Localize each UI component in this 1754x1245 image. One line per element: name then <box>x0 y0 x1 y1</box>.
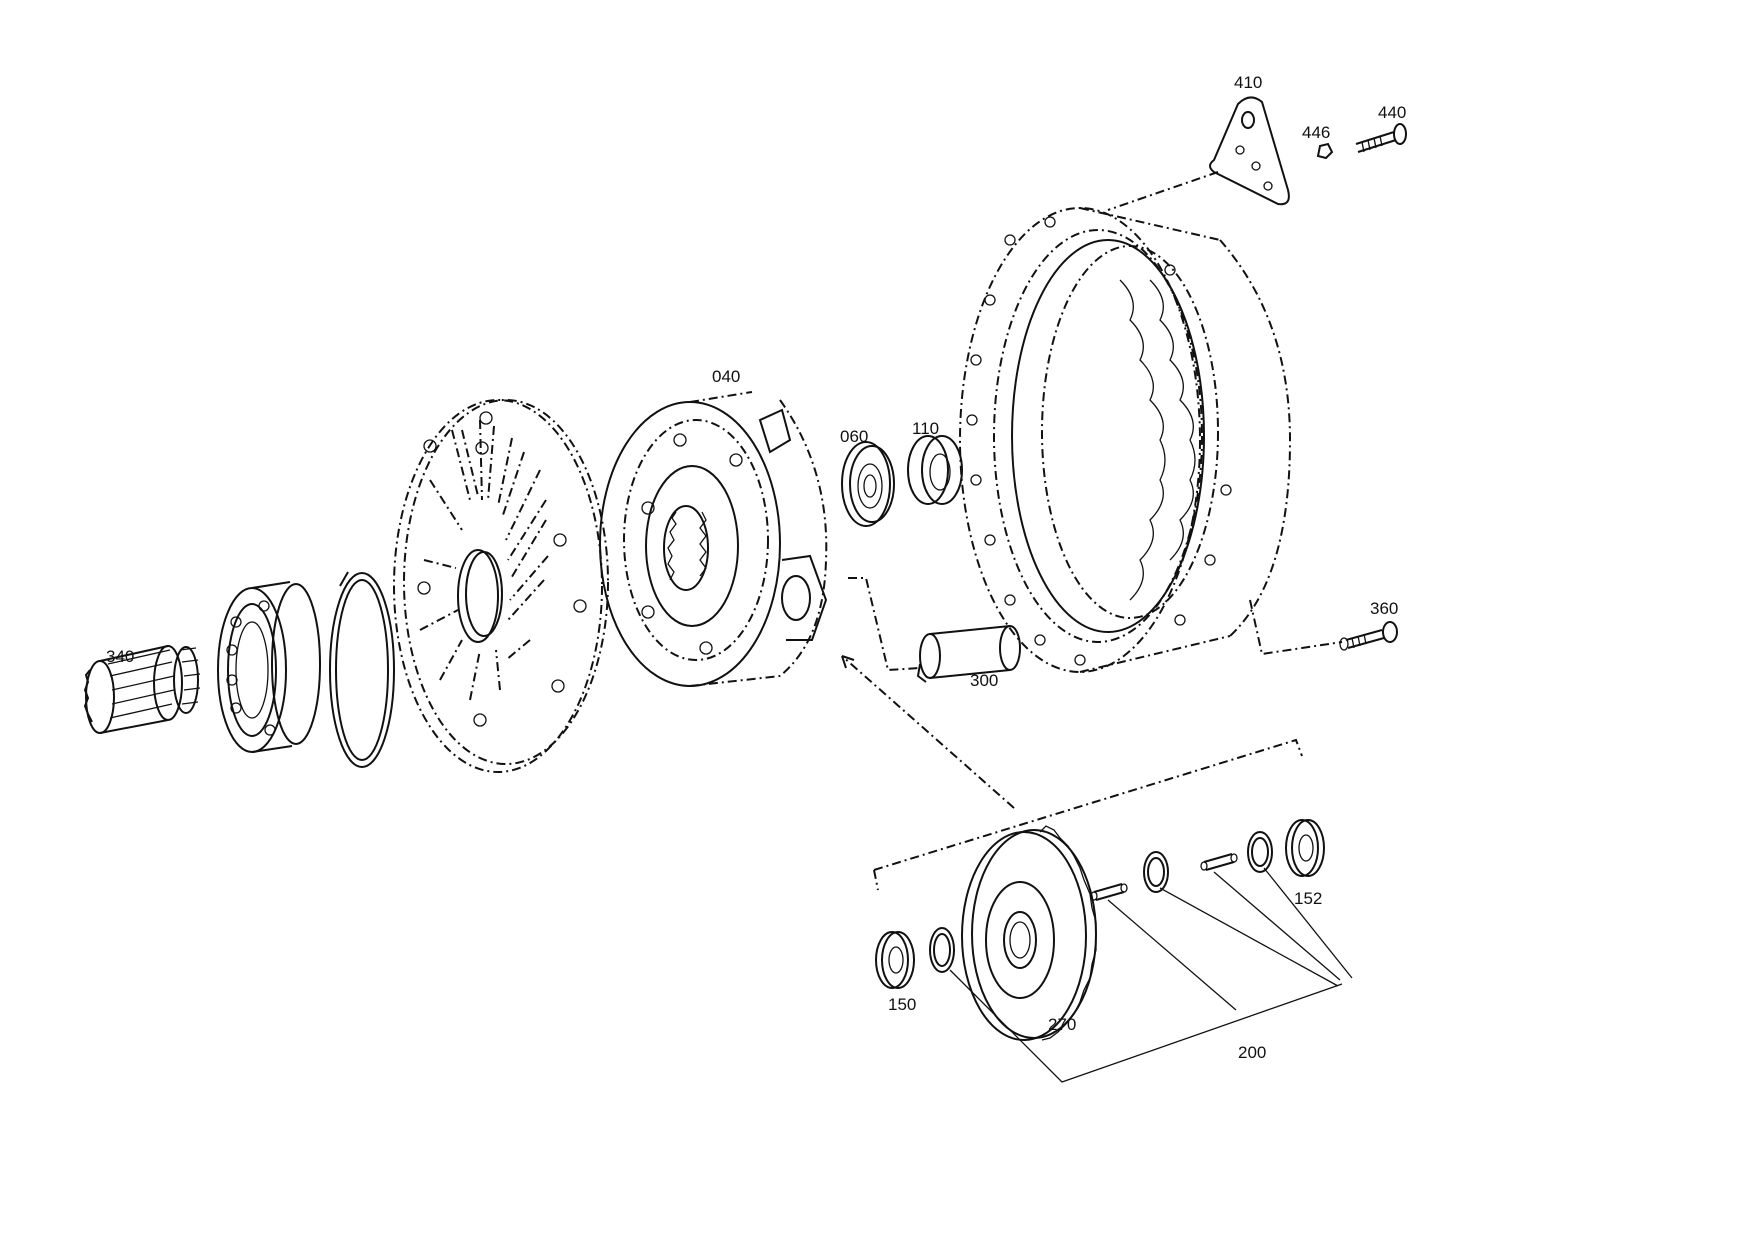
label-446: 446 <box>1302 123 1330 142</box>
label-300: 300 <box>970 671 998 690</box>
part-060-seal <box>841 441 895 527</box>
part-110-bearing <box>907 435 963 505</box>
label-340: 340 <box>106 647 134 666</box>
label-150: 150 <box>888 995 916 1014</box>
label-440: 440 <box>1378 103 1406 122</box>
part-150-thrust-washer <box>875 931 915 989</box>
label-410: 410 <box>1234 73 1262 92</box>
part-360-screw <box>1339 621 1398 651</box>
label-060: 060 <box>840 427 868 446</box>
label-152: 152 <box>1294 889 1322 908</box>
part-410-bracket <box>1209 96 1290 206</box>
part-152-thrust-washer <box>1285 819 1325 877</box>
part-300-pin <box>916 625 1021 683</box>
part-440-screw <box>1355 123 1407 153</box>
part-ring-gear-housing <box>959 207 1292 673</box>
label-200: 200 <box>1238 1043 1266 1062</box>
label-040: 040 <box>712 367 740 386</box>
part-040-pump-housing <box>599 391 828 687</box>
callout-200-270-leaders <box>949 867 1353 1083</box>
label-360: 360 <box>1370 599 1398 618</box>
part-200-washer-b <box>1247 831 1273 873</box>
label-270: 270 <box>1048 1015 1076 1034</box>
label-110: 110 <box>912 419 939 438</box>
part-200-washer-a <box>1143 851 1169 893</box>
part-number-labels: 410 446 440 040 060 110 340 300 360 152 … <box>106 73 1406 1062</box>
part-200-needle-roller-b <box>1200 853 1238 871</box>
part-446-nut <box>1316 142 1334 160</box>
part-340-splined-shaft <box>83 645 201 734</box>
part-spacer-ring-left <box>929 927 955 973</box>
part-ball-bearing-left <box>217 581 321 753</box>
part-270-gear <box>961 825 1097 1041</box>
part-pump-cover-disc <box>393 399 609 773</box>
assembly-leader-lines <box>841 171 1343 891</box>
part-snap-ring <box>329 571 395 768</box>
part-200-needle-roller-a <box>1090 883 1128 901</box>
